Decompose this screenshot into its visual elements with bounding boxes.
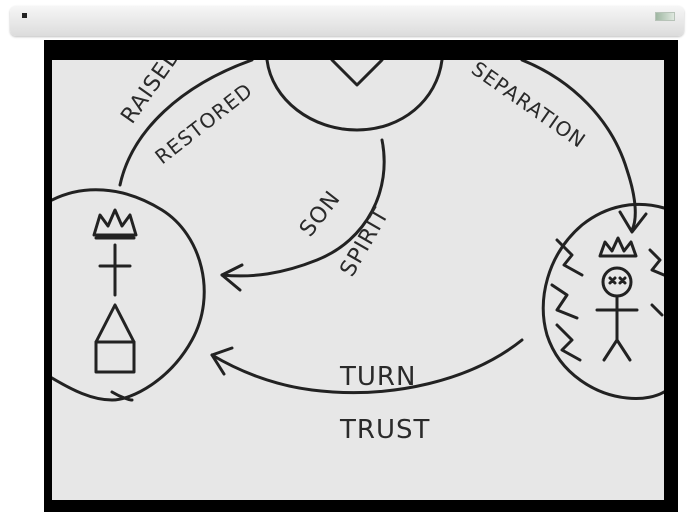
cross-icon [100, 245, 130, 295]
label-separation: SEPARATION [467, 60, 590, 153]
projection-surface: RAISED RESTORED SEPARATION SON SPIRIT TU… [52, 60, 664, 500]
label-son: SON [295, 186, 346, 241]
label-raised: RAISED [116, 60, 186, 128]
gospel-diagram: RAISED RESTORED SEPARATION SON SPIRIT TU… [52, 60, 664, 500]
top-circle [267, 60, 442, 130]
screen-housing [10, 6, 684, 36]
house-icon [96, 305, 134, 372]
left-circle [52, 190, 204, 400]
label-restored: RESTORED [150, 78, 257, 169]
label-trust: TRUST [339, 415, 430, 445]
crown-icon [600, 238, 636, 256]
arrowhead-separation [620, 212, 646, 232]
label-turn: TURN [339, 362, 416, 392]
heart-icon [332, 60, 382, 85]
housing-logo [655, 12, 675, 21]
arrowhead-son-spirit [222, 265, 242, 290]
stick-figure-icon [597, 268, 637, 360]
crown-icon [94, 210, 136, 238]
label-spirit: SPIRIT [336, 204, 395, 281]
right-circle [543, 204, 664, 398]
housing-endcap [22, 13, 27, 18]
